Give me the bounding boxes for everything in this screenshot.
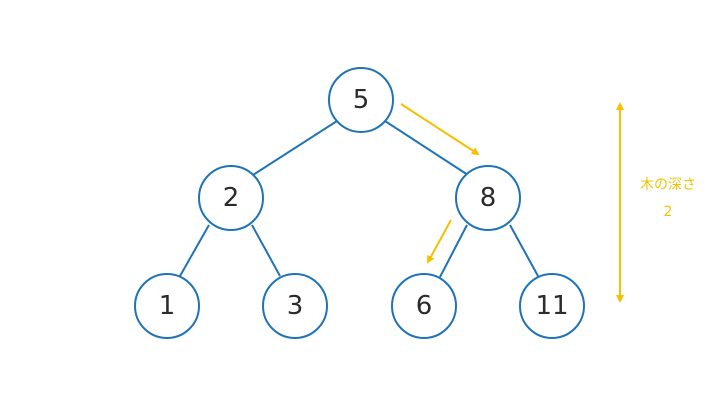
node-label: 5	[353, 85, 370, 115]
tree-node: 8	[455, 165, 521, 231]
edge-5-2	[252, 120, 338, 176]
node-label: 11	[535, 291, 568, 321]
tree-node: 1	[134, 273, 200, 339]
node-circle	[134, 273, 200, 339]
tree-node: 5	[328, 67, 394, 133]
edge-5-8	[384, 120, 469, 176]
depth-label: 木の深さ	[640, 177, 696, 193]
node-circle	[391, 273, 457, 339]
traversal-arrow-right-to-left-child	[427, 219, 452, 264]
depth-value: 2	[663, 204, 673, 220]
node-label: 2	[223, 183, 240, 213]
tree-node: 11	[519, 273, 585, 339]
node-label: 1	[159, 291, 176, 321]
tree-node: 6	[391, 273, 457, 339]
traversal-arrow-root-to-right	[400, 103, 480, 156]
edge-8-6	[439, 224, 468, 278]
node-circle	[328, 67, 394, 133]
tree-node: 3	[262, 273, 328, 339]
node-circle	[262, 273, 328, 339]
edge-2-3	[251, 224, 281, 277]
node-label: 8	[480, 183, 497, 213]
node-label: 3	[287, 291, 304, 321]
node-circle	[198, 165, 264, 231]
node-circle	[455, 165, 521, 231]
edge-2-1	[179, 224, 210, 277]
node-circle	[519, 273, 585, 339]
edge-8-11	[509, 224, 539, 277]
tree-node: 2	[198, 165, 264, 231]
node-label: 6	[416, 291, 433, 321]
